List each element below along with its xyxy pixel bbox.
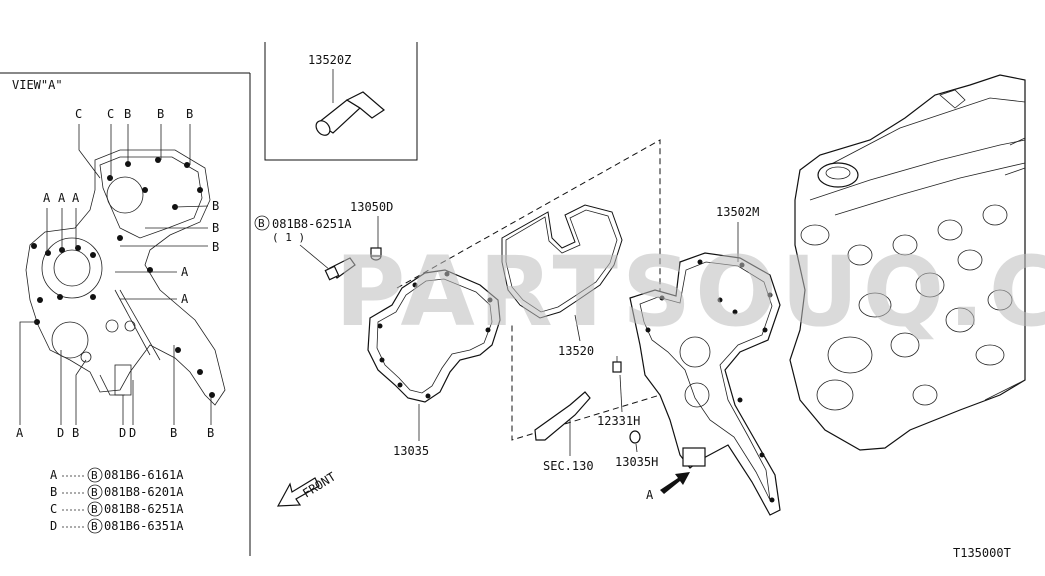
dowel-callout: 13050D (350, 200, 393, 261)
chain-guide: SEC.130 (534, 391, 594, 473)
view-a-bottom-callouts: A D B D D B B (16, 321, 214, 440)
callout-letter: A (181, 292, 189, 306)
front-direction-indicator: FRONT (276, 470, 338, 507)
gasket-13520: 13520 (501, 204, 623, 358)
drawing-code: T135000T (953, 546, 1011, 560)
legend-key: A (50, 468, 58, 482)
callout-letter: B (212, 240, 219, 254)
callout-letter: D (119, 426, 126, 440)
callout-letter: A (181, 265, 189, 279)
dowel-pin-icon (370, 247, 382, 261)
view-direction-arrow-icon (660, 472, 690, 494)
bolt-symbol: B (258, 217, 265, 230)
bolt-part-number: 081B8-6251A (272, 217, 352, 231)
legend-key: C (50, 502, 57, 516)
callout-letter: D (129, 426, 136, 440)
front-cover-13502m: 13502M (629, 205, 781, 516)
callout-letter: B (212, 221, 219, 235)
legend-key: D (50, 519, 57, 533)
view-a-arrow: A (646, 472, 690, 502)
callout-letter: D (57, 426, 64, 440)
callout-letter: A (43, 191, 51, 205)
bolt-callout: B 081B8-6251A ( 1 ) (254, 215, 356, 281)
callout-letter: C (107, 107, 114, 121)
part-label-13520: 13520 (558, 344, 594, 358)
front-label: FRONT (300, 470, 338, 501)
section-reference-label: SEC.130 (543, 459, 594, 473)
part-label-13050d: 13050D (350, 200, 393, 214)
view-a-right-callouts: B B B A A (115, 199, 219, 306)
sealant-inset: 13520Z (264, 42, 418, 161)
seal-13035h: 13035H (615, 430, 658, 469)
view-a-left-callouts: A A A (43, 191, 80, 253)
watermark: PARTSOUQ.COM (335, 236, 1045, 348)
part-label-13035: 13035 (393, 444, 429, 458)
view-a-top-callouts: C C B B B (75, 107, 193, 180)
sealant-tube-icon (315, 91, 385, 136)
callout-letter: B (124, 107, 131, 121)
bolt-symbol: B (91, 503, 98, 516)
callout-letter: A (58, 191, 66, 205)
callout-letter: A (72, 191, 80, 205)
part-label-13035h: 13035H (615, 455, 658, 469)
callout-letter: B (207, 426, 214, 440)
inset-box (264, 42, 418, 161)
bolt-quantity: ( 1 ) (272, 231, 305, 244)
bolt-legend: A B 081B6-6161A B B 081B8-6201A C B 081B… (50, 467, 184, 534)
callout-letter: A (16, 426, 24, 440)
callout-letter: B (170, 426, 177, 440)
callout-letter: B (212, 199, 219, 213)
view-a-panel: VIEW"A" C (0, 72, 251, 556)
callout-letter: C (75, 107, 82, 121)
bolt-symbol: B (91, 520, 98, 533)
bolt-icon (324, 257, 356, 281)
legend-part-number: 081B8-6251A (104, 502, 184, 516)
engine-block (789, 74, 1026, 451)
view-arrow-label: A (646, 488, 654, 502)
legend-part-number: 081B6-6351A (104, 519, 184, 533)
legend-part-number: 081B8-6201A (104, 485, 184, 499)
front-arrow-icon (276, 477, 320, 507)
legend-key: B (50, 485, 57, 499)
timing-case-13035: 13035 (367, 269, 501, 458)
bolt-symbol: B (91, 469, 98, 482)
callout-letter: B (157, 107, 164, 121)
part-label-13502m: 13502M (716, 205, 759, 219)
part-label-13520z: 13520Z (308, 53, 351, 67)
pin-12331h: 12331H (597, 356, 640, 428)
view-a-title: VIEW"A" (12, 78, 63, 92)
bolt-symbol: B (91, 486, 98, 499)
legend-part-number: 081B6-6161A (104, 468, 184, 482)
callout-letter: B (72, 426, 79, 440)
callout-letter: B (186, 107, 193, 121)
part-label-12331h: 12331H (597, 414, 640, 428)
front-cover-view-a (25, 149, 226, 406)
